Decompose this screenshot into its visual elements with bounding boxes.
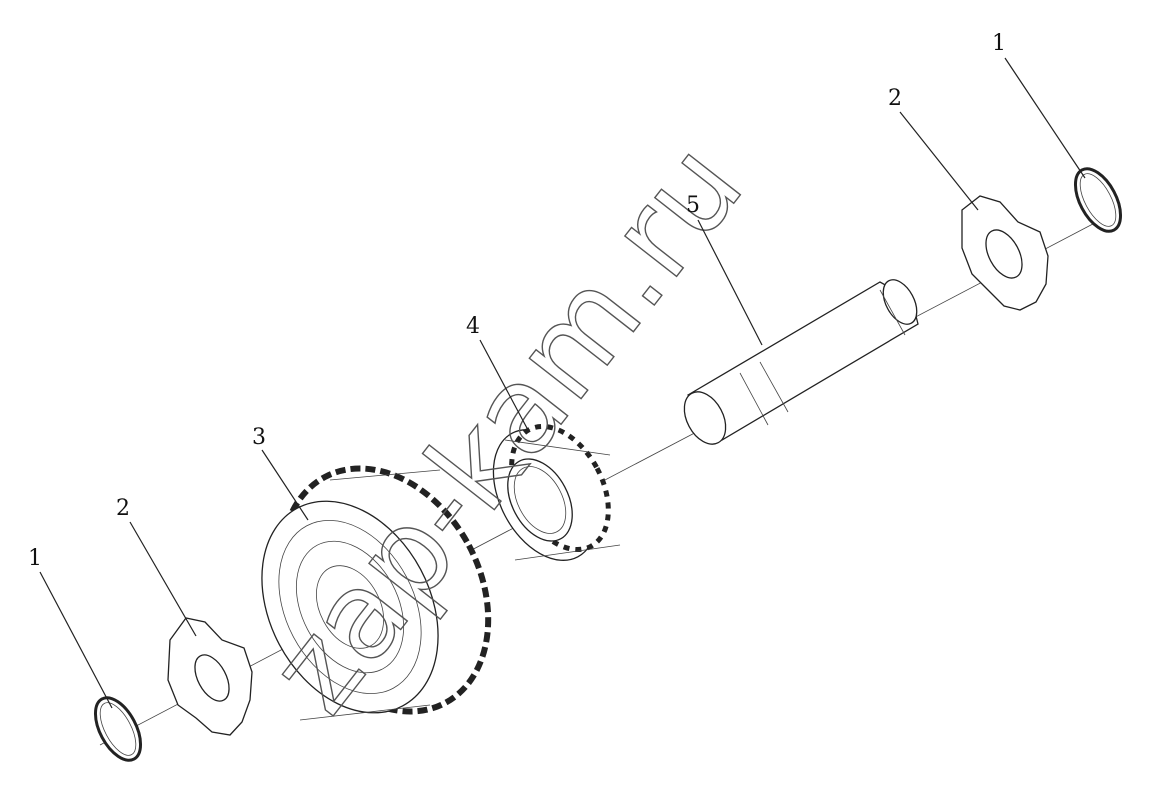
retaining-ring-right bbox=[1073, 167, 1123, 233]
retaining-ring-left bbox=[93, 696, 143, 762]
leader-ring-right bbox=[1004, 57, 1086, 179]
leader-washer-left bbox=[129, 521, 197, 637]
callout-gear: 3 bbox=[252, 425, 266, 450]
leader-gear bbox=[261, 449, 309, 521]
tab-washer-left bbox=[167, 617, 253, 736]
callout-ring-left: 1 bbox=[28, 546, 42, 571]
leader-shaft bbox=[697, 219, 763, 346]
callout-bearing: 4 bbox=[466, 314, 480, 339]
spur-gear bbox=[261, 465, 492, 721]
leader-washer-right bbox=[899, 111, 979, 211]
leader-ring-left bbox=[39, 571, 113, 709]
callout-washer-right: 2 bbox=[888, 86, 902, 111]
callout-washer-left: 2 bbox=[116, 496, 130, 521]
callout-shaft: 5 bbox=[686, 193, 700, 218]
tab-washer-right bbox=[961, 195, 1049, 311]
needle-roller-bearing bbox=[492, 423, 621, 561]
callout-ring-right: 1 bbox=[992, 31, 1006, 56]
leader-bearing bbox=[479, 339, 529, 431]
shaft bbox=[683, 279, 919, 445]
